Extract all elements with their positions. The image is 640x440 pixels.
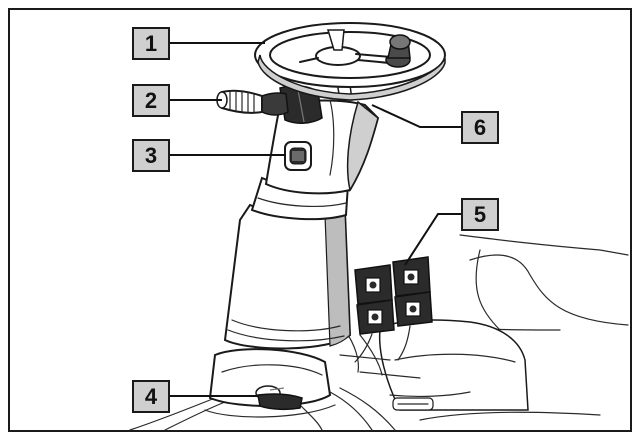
column-base: [204, 348, 336, 418]
callout-6: 6: [461, 111, 499, 144]
foot-pedals: [354, 256, 433, 363]
callout-label-1: 1: [145, 31, 157, 56]
cab-floor: [129, 387, 396, 431]
callout-label-5: 5: [474, 202, 486, 227]
pedal-top-left: [354, 264, 393, 305]
callout-5: 5: [461, 198, 499, 231]
leader-6: [371, 104, 462, 128]
callout-label-3: 3: [145, 143, 157, 168]
seat-console: [339, 234, 629, 421]
callout-label-2: 2: [145, 88, 157, 113]
leader-5: [404, 213, 462, 266]
steering-wheel: [254, 22, 446, 101]
callout-1: 1: [132, 27, 170, 60]
column-head: [264, 99, 380, 195]
callout-4: 4: [132, 380, 170, 413]
callout-label-6: 6: [474, 115, 486, 140]
pedal-bottom-left: [356, 299, 395, 335]
callout-3: 3: [132, 139, 170, 172]
callout-2: 2: [132, 84, 170, 117]
column-adjust-lever: [255, 385, 303, 411]
pedal-bottom-right: [394, 291, 433, 327]
pedal-top-right: [392, 256, 431, 297]
multifunction-lever: [216, 85, 323, 124]
callout-label-4: 4: [145, 384, 158, 409]
